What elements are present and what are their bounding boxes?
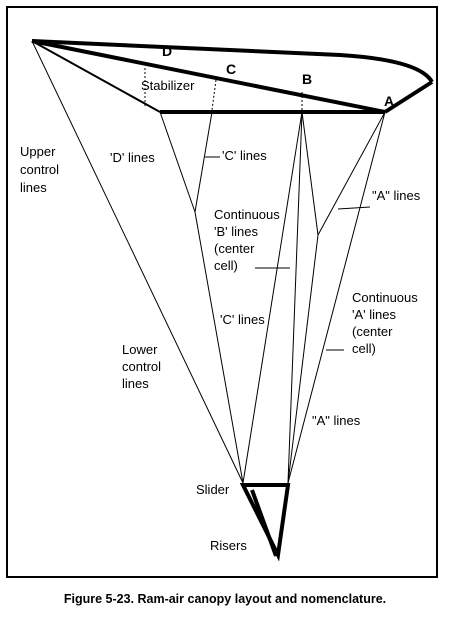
continuous-a-label-1: Continuous <box>352 290 418 305</box>
labels: D C B A Stabilizer Upper control lines '… <box>20 43 421 553</box>
riser-left <box>250 489 278 557</box>
lines <box>31 40 386 484</box>
canopy <box>31 39 434 114</box>
a-line-lower <box>287 234 319 484</box>
upper-control-label-3: lines <box>20 180 47 195</box>
canopy-nose <box>383 80 434 114</box>
cell-b-label: B <box>302 71 312 87</box>
continuous-a-label-3: (center <box>352 324 393 339</box>
c-line-lower <box>194 211 244 484</box>
lower-control-label-3: lines <box>122 376 149 391</box>
figure-caption: Figure 5-23. Ram-air canopy layout and n… <box>63 592 387 606</box>
risers-label: Risers <box>210 538 247 553</box>
c-divider <box>211 79 217 111</box>
cell-a-label: A <box>384 93 394 109</box>
a-lines-bottom-label: "A" lines <box>312 413 361 428</box>
a-line-right <box>287 111 386 484</box>
c-lines-top-label: 'C' lines <box>222 148 267 163</box>
continuous-b-label-3: (center <box>214 241 255 256</box>
b-line-left <box>287 111 303 484</box>
canopy-top-edge <box>31 39 434 84</box>
slider-label: Slider <box>196 482 230 497</box>
a-lines-top-label: "A" lines <box>372 188 421 203</box>
c-lines-mid-label: 'C' lines <box>220 312 265 327</box>
continuous-b-label-2: 'B' lines <box>214 224 258 239</box>
cell-d-label: D <box>162 43 172 59</box>
stabilizer-edge <box>31 40 161 113</box>
lower-control-label-1: Lower <box>122 342 158 357</box>
cell-c-label: C <box>226 61 236 77</box>
upper-control-label-2: control <box>20 162 59 177</box>
canopy-diagonal <box>31 39 386 114</box>
slider-risers <box>239 483 291 562</box>
lower-control-label-2: control <box>122 359 161 374</box>
a-line-left <box>317 111 386 236</box>
continuous-b-label-1: Continuous <box>214 207 280 222</box>
c-line-top <box>194 111 213 213</box>
d-lines-label: 'D' lines <box>110 150 155 165</box>
upper-control-line <box>31 40 244 484</box>
continuous-b-label-4: cell) <box>214 258 238 273</box>
continuous-a-label-4: cell) <box>352 341 376 356</box>
d-line <box>159 111 196 213</box>
a-leader-top <box>337 206 371 210</box>
slider <box>239 483 291 562</box>
figure-frame <box>6 6 438 578</box>
stabilizer-label: Stabilizer <box>141 78 195 93</box>
upper-control-label-1: Upper <box>20 144 56 159</box>
continuous-a-label-2: 'A' lines <box>352 307 396 322</box>
b-line-right <box>301 111 319 236</box>
b-line-to-slider <box>242 111 303 484</box>
